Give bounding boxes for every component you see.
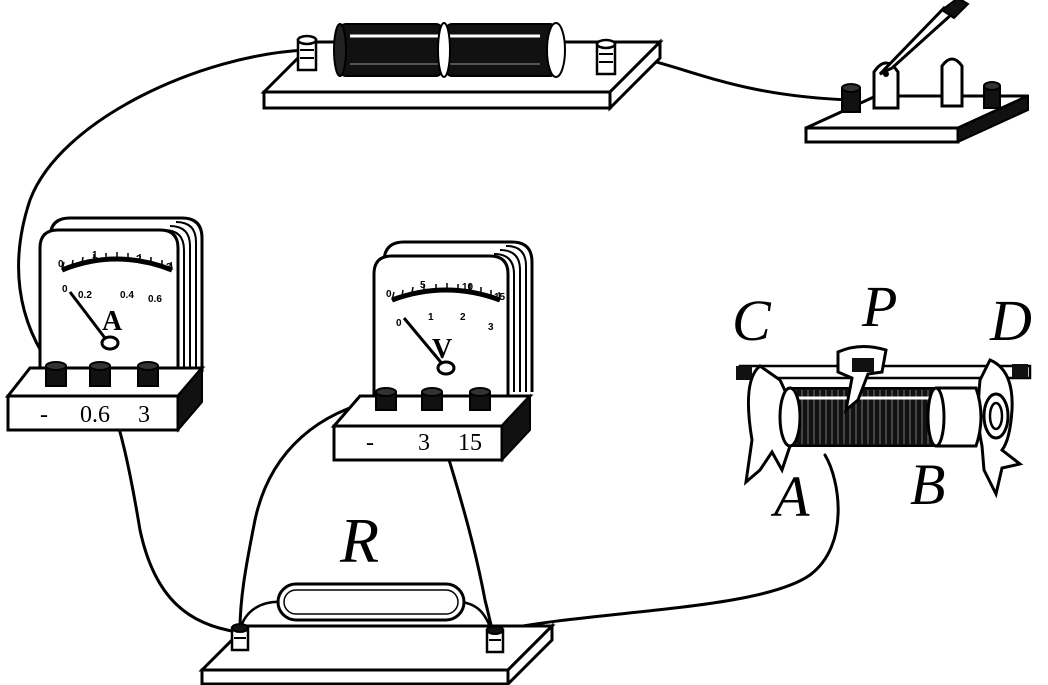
ammeter-scale-ticks <box>61 252 173 271</box>
battery-terminal-left <box>296 34 318 72</box>
ammeter: 0 1 2 3 0 0.2 0.4 0.6 A - 0.6 3 <box>4 216 206 433</box>
battery-terminal-right <box>595 38 617 76</box>
voltmeter-terminal-negative <box>375 387 397 411</box>
switch-terminal-right <box>983 81 1001 109</box>
ammeter-terminal-0.6 <box>89 361 111 387</box>
switch-blade <box>878 6 955 76</box>
rheostat-label-d: D <box>989 288 1032 353</box>
battery-base-front <box>262 90 612 110</box>
voltmeter-top-15: 15 <box>494 292 506 303</box>
ammeter-bottom-0.2: 0.2 <box>78 290 92 301</box>
ammeter-symbol: A <box>102 306 123 337</box>
rheostat-label-b: B <box>910 452 945 517</box>
wire-battery-to-ammeter <box>17 48 308 374</box>
ammeter-bottom-0.6: 0.6 <box>148 294 162 305</box>
voltmeter-bottom-2: 2 <box>460 312 466 323</box>
battery <box>260 22 664 112</box>
voltmeter-bottom-3: 3 <box>488 322 494 333</box>
resistor: R <box>198 505 556 685</box>
switch <box>804 0 1029 144</box>
rheostat-label-c: C <box>732 288 772 353</box>
ammeter-bottom-0.4: 0.4 <box>120 290 134 301</box>
voltmeter-terminal-15 <box>469 387 491 411</box>
ammeter-top-1: 1 <box>92 250 98 261</box>
voltmeter-symbol: V <box>432 334 452 365</box>
ammeter-pivot <box>100 335 120 351</box>
voltmeter-bottom-1: 1 <box>428 312 434 323</box>
voltmeter-label-negative: - <box>366 430 374 456</box>
resistor-terminal-right <box>485 625 505 654</box>
ammeter-top-2: 2 <box>136 254 142 265</box>
battery-base-side <box>608 38 662 112</box>
voltmeter-top-5: 5 <box>420 280 426 291</box>
switch-handle <box>940 0 970 20</box>
battery-cell-right <box>445 23 557 77</box>
ammeter-terminal-3 <box>137 361 159 387</box>
voltmeter-scale-arc <box>391 287 501 303</box>
ammeter-terminal-negative <box>45 361 67 387</box>
resistor-terminal-left <box>230 623 250 652</box>
ammeter-label-0.6: 0.6 <box>80 402 110 428</box>
wire-voltmeter-to-resistor-left <box>238 396 388 632</box>
resistor-body <box>276 582 466 622</box>
voltmeter-needle <box>402 317 446 367</box>
voltmeter-top-0: 0 <box>386 289 392 300</box>
voltmeter-label-3: 3 <box>418 430 430 456</box>
ammeter-needle <box>68 291 110 343</box>
voltmeter-top-10: 10 <box>462 282 474 293</box>
rheostat-label-p: P <box>861 274 897 339</box>
ammeter-top-0: 0 <box>58 259 64 270</box>
ammeter-bottom-0: 0 <box>62 284 68 295</box>
resistor-label: R <box>339 505 379 576</box>
switch-contact <box>940 57 964 108</box>
ammeter-scale-arc <box>61 256 173 273</box>
voltmeter-label-15: 15 <box>458 430 482 456</box>
switch-terminal-left <box>841 83 861 113</box>
ammeter-top-3: 3 <box>166 262 172 273</box>
wire-resistor-to-rheostat <box>498 453 840 632</box>
voltmeter-bottom-0: 0 <box>396 318 402 329</box>
voltmeter-pivot <box>436 360 456 376</box>
voltmeter-scale-ticks <box>391 283 501 301</box>
ammeter-label-3: 3 <box>138 402 150 428</box>
voltmeter: 0 5 10 15 0 1 2 3 V - 3 15 <box>330 240 534 463</box>
rheostat-label-a: A <box>770 464 810 529</box>
voltmeter-terminal-3 <box>421 387 443 411</box>
ammeter-label-negative: - <box>40 402 48 428</box>
rheostat: C P D A B <box>732 274 1032 529</box>
battery-cell-left <box>339 23 443 77</box>
